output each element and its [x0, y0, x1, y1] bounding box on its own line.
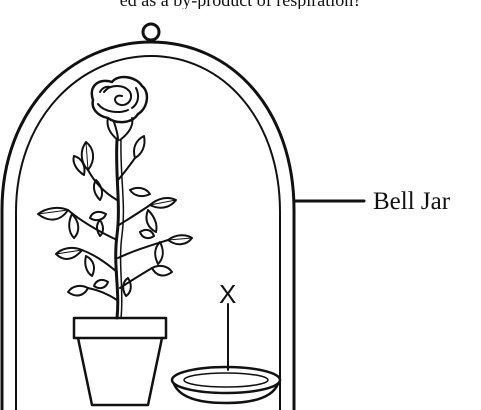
bell-jar-knob — [143, 24, 159, 40]
x-label: X — [219, 281, 236, 307]
dish-x — [172, 304, 280, 403]
rose-flower-icon — [92, 77, 147, 140]
bell-jar-label: Bell Jar — [373, 189, 450, 214]
dish-inner — [184, 373, 268, 387]
dish-rim — [172, 367, 280, 393]
flower-pot — [74, 318, 166, 405]
bell-jar-inner-wall — [16, 56, 280, 410]
pot-rim — [74, 318, 166, 338]
main-stem — [116, 140, 119, 318]
bell-jar — [2, 24, 294, 410]
rose-plant — [38, 77, 192, 318]
pot-body — [78, 338, 162, 405]
